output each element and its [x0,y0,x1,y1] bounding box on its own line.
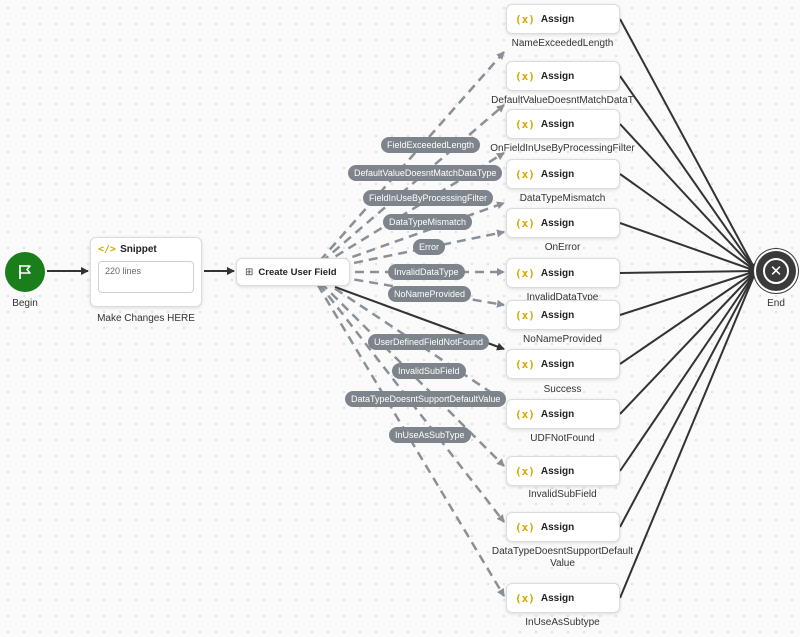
edge-assign-to-end [619,270,757,415]
assign-label: InvalidSubField [528,489,597,500]
create-user-field-title: Create User Field [258,266,337,278]
assign-label: NoNameProvided [523,334,602,345]
edge-label-pill[interactable]: InUseAsSubType [389,427,471,443]
edge-condition [309,104,505,273]
edge-label-pill[interactable]: FieldExceededLength [381,137,481,153]
assign-title: Assign [540,465,575,477]
end-node[interactable]: ✕ [756,251,796,291]
edge-label-pill[interactable]: InvalidDataType [388,264,465,280]
assign-label: Success [543,384,582,395]
code-icon: </> [98,244,117,255]
assign-title: Assign [540,168,575,180]
end-label: End [767,298,785,309]
assign-node[interactable]: (x) Assign [506,109,620,139]
edge-assign-to-end [619,173,757,272]
assign-node[interactable]: (x) Assign [506,399,620,429]
assign-title: Assign [540,13,575,25]
snippet-label: Make Changes HERE [97,313,195,324]
edge-label-pill[interactable]: InvalidSubField [392,363,466,379]
edge-assign-to-end [619,270,757,365]
edge-assign-to-end [619,267,757,276]
assign-title: Assign [540,309,575,321]
edge-label-pill[interactable]: UserDefinedFieldNotFound [368,334,490,350]
assign-label: DataTypeMismatch [519,193,606,204]
edge-label-pill[interactable]: DataTypeDoesntSupportDefaultValue [345,391,507,407]
edge-assign-to-end [619,222,757,273]
variable-icon: (x) [515,464,535,478]
begin-node[interactable] [5,252,45,292]
assign-to-end-edges [619,18,758,599]
condition-edges [308,51,506,597]
variable-icon: (x) [515,12,535,26]
assign-label: InUseAsSubtype [525,617,600,628]
variable-icon: (x) [515,266,535,280]
assign-title: Assign [540,267,575,279]
edge-assign-to-end [619,123,757,272]
edge-label-pill[interactable]: DataTypeMismatch [383,214,473,230]
snippet-lines: 220 lines [105,266,142,276]
edge-label-pill[interactable]: NoNameProvided [388,286,472,302]
assign-title: Assign [540,521,575,533]
assign-node[interactable]: (x) Assign [506,61,620,91]
flag-icon [19,265,31,279]
snippet-node[interactable]: </> Snippet 220 lines [90,237,202,307]
variable-icon: (x) [515,308,535,322]
assign-label: NameExceededLength [511,38,614,49]
assign-node[interactable]: (x) Assign [506,208,620,238]
assign-node[interactable]: (x) Assign [506,300,620,330]
variable-icon: (x) [515,69,535,83]
variable-icon: (x) [515,520,535,534]
variable-icon: (x) [515,407,535,421]
field-add-icon: ⊞ [245,266,254,278]
assign-node[interactable]: (x) Assign [506,4,620,34]
create-user-field-node[interactable]: ⊞ Create User Field [236,258,350,286]
edge-label-pill[interactable]: DefaultValueDoesntMatchDataType [348,165,503,181]
assign-label: InvalidDataType [526,292,599,303]
edge-label-pill[interactable]: FieldInUseByProcessingFilter [363,190,494,206]
assign-title: Assign [540,217,575,229]
assign-title: Assign [540,118,575,130]
assign-title: Assign [540,358,575,370]
begin-label: Begin [12,298,38,309]
snippet-title: Snippet [120,244,157,255]
edge-assign-to-end [619,270,758,599]
edge-assign-to-end [619,270,757,528]
variable-icon: (x) [515,167,535,181]
assign-label: OnError [544,242,581,253]
edge-condition [309,270,505,403]
assign-label: DataTypeDoesntSupportDefaultValue [491,546,634,569]
assign-node[interactable]: (x) Assign [506,456,620,486]
assign-node[interactable]: (x) Assign [506,583,620,613]
edge-label-pill[interactable]: Error [413,239,445,255]
edge-assign-to-end [619,75,757,272]
variable-icon: (x) [515,357,535,371]
edge-condition [309,51,505,273]
assign-node[interactable]: (x) Assign [506,159,620,189]
close-icon: ✕ [763,258,789,284]
variable-icon: (x) [515,591,535,605]
edge-assign-to-end [619,18,757,272]
assign-label: OnFieldInUseByProcessingFilter [490,143,635,154]
variable-icon: (x) [515,216,535,230]
assign-label: UDFNotFound [530,433,595,444]
assign-title: Assign [540,592,575,604]
assign-node[interactable]: (x) Assign [506,349,620,379]
edge-assign-to-end [619,269,757,316]
snippet-code-preview[interactable]: 220 lines [98,261,194,293]
assign-title: Assign [540,408,575,420]
edge-condition [309,151,505,274]
assign-node[interactable]: (x) Assign [506,512,620,542]
edge-assign-to-end [619,270,757,472]
assign-node[interactable]: (x) Assign [506,258,620,288]
assign-title: Assign [540,70,575,82]
variable-icon: (x) [515,117,535,131]
